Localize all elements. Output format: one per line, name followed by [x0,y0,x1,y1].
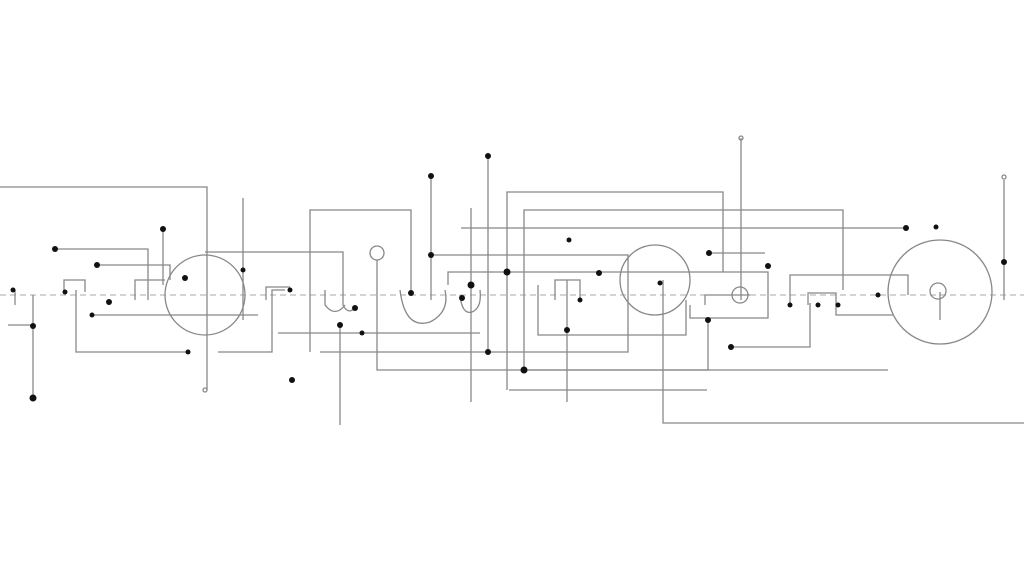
circles [164,135,1007,393]
connector-lines [0,138,1024,425]
dots [10,153,1007,402]
